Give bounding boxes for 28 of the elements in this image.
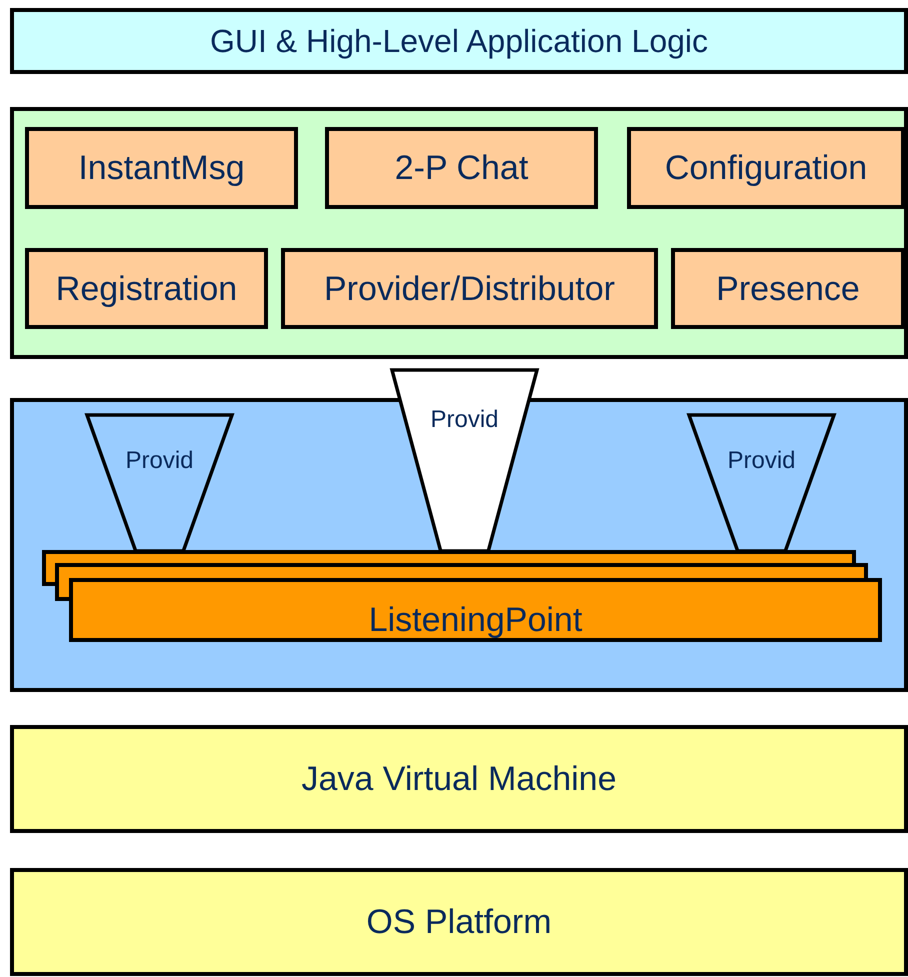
- label-text: 2-P Chat: [394, 151, 528, 185]
- label-text: OS Platform: [366, 905, 552, 939]
- label-text: Configuration: [664, 151, 868, 185]
- layer-band: [10, 107, 908, 359]
- label-text: Registration: [56, 272, 238, 306]
- label-text: Java Virtual Machine: [302, 762, 616, 796]
- module-box: [25, 248, 268, 329]
- label-text: Provid: [430, 408, 499, 432]
- layer-band: [10, 725, 908, 833]
- module-box: [627, 127, 905, 209]
- provider-trapezoid: [390, 368, 539, 551]
- label-text: Presence: [716, 272, 860, 306]
- label-text: Provid: [727, 449, 796, 473]
- module-box: [325, 127, 598, 209]
- module-box: [671, 248, 905, 329]
- listening-point-box: [69, 578, 882, 642]
- provider-trapezoid: [85, 413, 234, 551]
- layer-band: [10, 868, 908, 976]
- layer-band: [10, 8, 908, 74]
- label-text: GUI & High-Level Application Logic: [210, 25, 708, 57]
- label-text: Provider/Distributor: [324, 272, 615, 306]
- provider-trapezoid: [687, 413, 836, 551]
- module-box: [281, 248, 658, 329]
- label-text: ListeningPoint: [368, 603, 582, 637]
- layer-band: [10, 398, 908, 692]
- module-box: [25, 127, 298, 209]
- label-text: InstantMsg: [78, 151, 245, 185]
- label-text: Provid: [125, 449, 194, 473]
